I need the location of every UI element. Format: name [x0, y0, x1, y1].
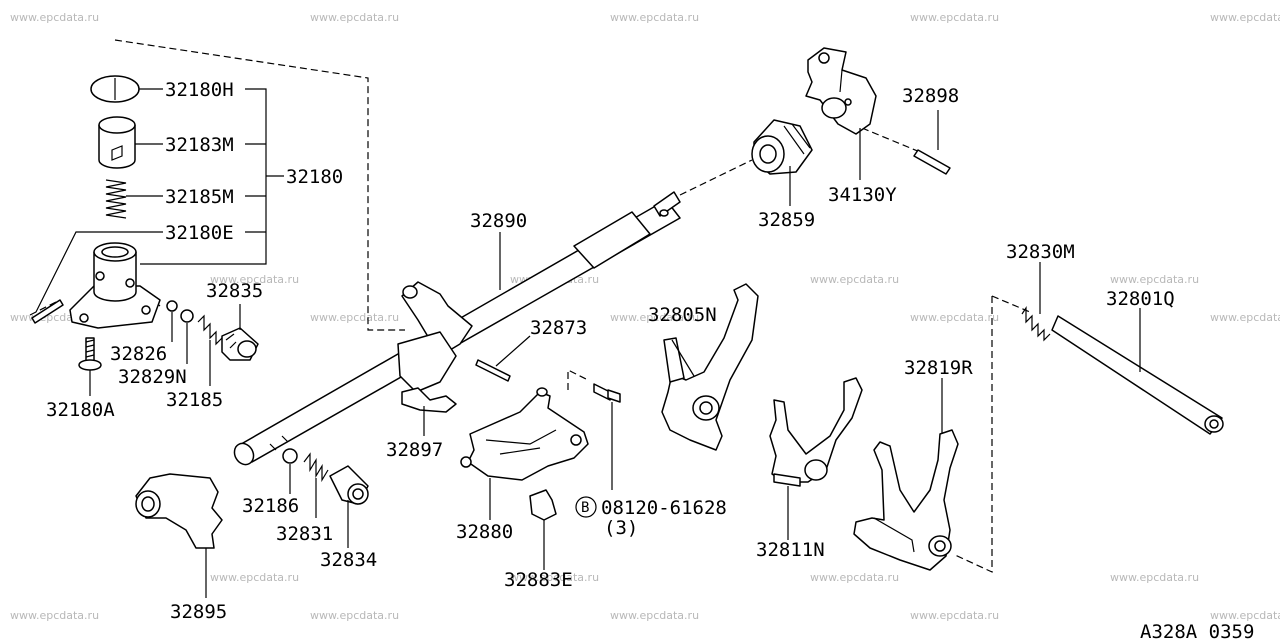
- label-32883E: 32883E: [504, 569, 573, 591]
- label-32897: 32897: [386, 439, 443, 461]
- dashed-line-bolt: [567, 369, 589, 390]
- label-32185M: 32185M: [165, 186, 234, 208]
- part-32880-bracket: [460, 387, 589, 481]
- spring-coil-shape: [1021, 306, 1051, 342]
- part-32186-ball: [282, 448, 298, 464]
- label-32831: 32831: [276, 523, 333, 545]
- label-32805N: 32805N: [648, 304, 717, 326]
- watermark: www.epcdata.ru: [310, 609, 399, 622]
- label-32180A: 32180A: [46, 399, 115, 421]
- watermark: www.epcdata.ru: [1110, 571, 1199, 584]
- part-32898-pin: [913, 149, 951, 175]
- dashed-line-fork-to-rod: [954, 296, 993, 573]
- watermark: www.epcdata.ru: [610, 609, 699, 622]
- dashed-line-pin-32898: [861, 127, 921, 153]
- label-32185: 32185: [166, 389, 223, 411]
- part-32897-lever: [397, 281, 473, 436]
- part-32859-bush: [751, 119, 813, 175]
- watermark: www.epcdata.ru: [810, 273, 899, 286]
- label-32829N: 32829N: [118, 366, 187, 388]
- part-32831-spring: [303, 452, 329, 483]
- label-32873: 32873: [530, 317, 587, 339]
- dashed-line-cap-to-shaft: [114, 39, 405, 331]
- watermark: www.epcdata.ru: [210, 571, 299, 584]
- label-08120-qty: (3): [604, 517, 638, 539]
- watermark: www.epcdata.ru: [910, 11, 999, 24]
- part-32829N-ball: [180, 309, 194, 323]
- part-32180H-cap: [90, 75, 140, 103]
- label-32819R: 32819R: [904, 357, 973, 379]
- label-32811N: 32811N: [756, 539, 825, 561]
- plug-body-shape: [98, 124, 136, 169]
- part-08120-bolt: [593, 383, 621, 490]
- part-32826-ball: [166, 300, 178, 312]
- label-34130Y: 34130Y: [828, 184, 897, 206]
- part-32185M-spring: [105, 179, 127, 219]
- label-32834: 32834: [320, 549, 377, 571]
- part-32180A-bolt: [78, 337, 102, 371]
- label-32898: 32898: [902, 85, 959, 107]
- part-32811N-fork: [853, 429, 959, 571]
- label-32859: 32859: [758, 209, 815, 231]
- bolt-symbol: B: [581, 500, 589, 516]
- part-32180E-housing: [69, 242, 161, 329]
- watermark: www.epcdata.ru: [510, 571, 599, 584]
- watermark: www.epcdata.ru: [910, 311, 999, 324]
- part-pin-housing: [31, 299, 64, 324]
- leader-lines: [35, 88, 1141, 598]
- part-32835-plug: [221, 327, 259, 361]
- watermark: www.epcdata.ru: [1110, 273, 1199, 286]
- label-32890: 32890: [470, 210, 527, 232]
- label-32186: 32186: [242, 495, 299, 517]
- part-32805N-fork: [661, 283, 759, 451]
- label-32880: 32880: [456, 521, 513, 543]
- label-32180: 32180: [286, 166, 343, 188]
- dashed-line-shaft-to-bush: [679, 159, 753, 196]
- dashed-line-spring: [991, 295, 1031, 313]
- watermark: www.epcdata.ru: [1210, 609, 1280, 622]
- label-32801Q: 32801Q: [1106, 288, 1175, 310]
- part-32819R-fork: [769, 377, 863, 487]
- label-32180E: 32180E: [165, 222, 234, 244]
- spring-coil-shape: [105, 179, 127, 219]
- label-32835: 32835: [206, 280, 263, 302]
- bolt-marker: [575, 496, 597, 518]
- watermark: www.epcdata.ru: [610, 11, 699, 24]
- label-32826: 32826: [110, 343, 167, 365]
- label-32180H: 32180H: [165, 79, 234, 101]
- watermark: www.epcdata.ru: [310, 11, 399, 24]
- part-32185-spring: [197, 314, 223, 346]
- watermark: www.epcdata.ru: [1210, 311, 1280, 324]
- watermark: www.epcdata.ru: [10, 11, 99, 24]
- diagram-code: A328A 0359: [1140, 621, 1254, 640]
- part-32895-bracket: [135, 473, 223, 549]
- watermark: www.epcdata.ru: [310, 311, 399, 324]
- label-32183M: 32183M: [165, 134, 234, 156]
- part-34130Y-bracket: [805, 47, 877, 135]
- watermark: www.epcdata.ru: [210, 273, 299, 286]
- rod-body-shape: [1051, 315, 1223, 435]
- watermark: www.epcdata.ru: [910, 609, 999, 622]
- part-32873-pin: [475, 359, 511, 382]
- label-08120-61628: 08120-61628: [601, 497, 727, 519]
- part-labels: 32180H 32183M 32185M 32180E 32180 32835 …: [46, 79, 1254, 640]
- part-32834-plug: [329, 465, 369, 505]
- watermark: www.epcdata.ru: [610, 311, 699, 324]
- part-32830M-spring: [1021, 306, 1051, 342]
- watermark: www.epcdata.ru: [1210, 11, 1280, 24]
- label-32830M: 32830M: [1006, 241, 1075, 263]
- part-32883E-block: [529, 489, 557, 521]
- part-32801Q-rod: [1051, 315, 1224, 435]
- watermark: www.epcdata.ru: [10, 609, 99, 622]
- label-32895: 32895: [170, 601, 227, 623]
- watermark: www.epcdata.ru: [810, 571, 899, 584]
- part-32183M-plug: [98, 116, 136, 169]
